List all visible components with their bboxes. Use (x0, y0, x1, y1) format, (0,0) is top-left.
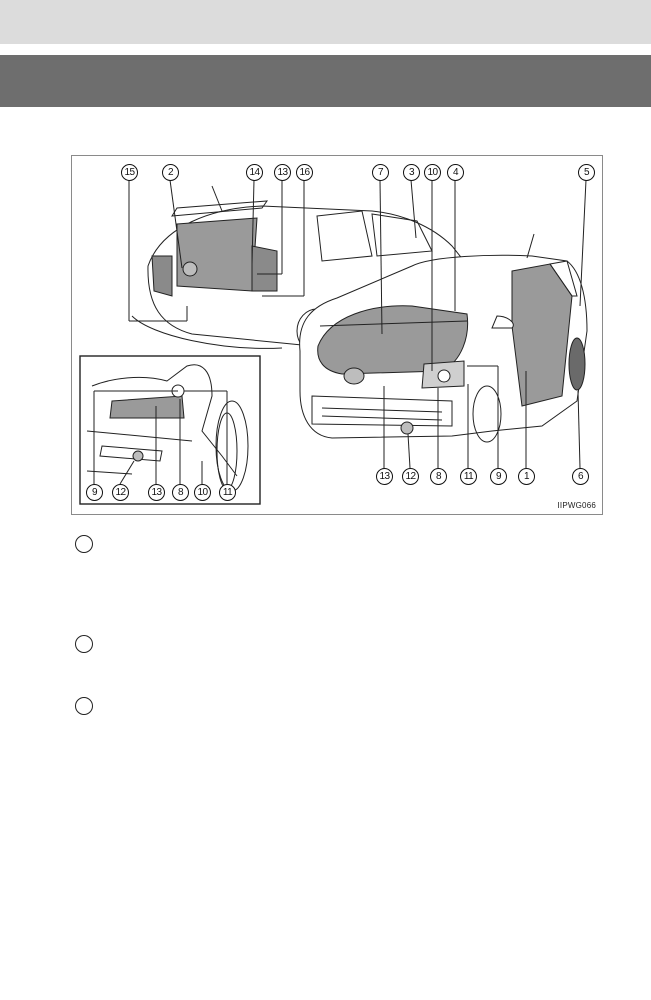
callout-6: 6 (572, 468, 589, 485)
vehicle-exterior-figure: 15 2 14 13 16 7 3 10 4 5 13 12 8 11 9 1 … (71, 155, 603, 515)
callout-4: 4 (447, 164, 464, 181)
inset-callout-10: 10 (194, 484, 211, 501)
inset-callout-13: 13 (148, 484, 165, 501)
list-bullet-1 (75, 535, 93, 553)
callout-2: 2 (162, 164, 179, 181)
callout-12-bottom: 12 (402, 468, 419, 485)
callout-9-bottom: 9 (490, 468, 507, 485)
inset-callout-12: 12 (112, 484, 129, 501)
callout-1: 1 (518, 468, 535, 485)
callout-11-bottom: 11 (460, 468, 477, 485)
inset-callout-8: 8 (172, 484, 189, 501)
callout-13-bottom: 13 (376, 468, 393, 485)
car-illustration (79, 179, 588, 505)
callout-8-bottom: 8 (430, 468, 447, 485)
callout-3: 3 (403, 164, 420, 181)
inset-callout-9: 9 (86, 484, 103, 501)
figure-code: IIPWG066 (557, 501, 596, 510)
callout-5: 5 (578, 164, 595, 181)
inset-callout-11: 11 (219, 484, 236, 501)
callout-10-top: 10 (424, 164, 441, 181)
section-title-bar (0, 55, 651, 107)
callout-7: 7 (372, 164, 389, 181)
page-header-band (0, 0, 651, 44)
callout-15: 15 (121, 164, 138, 181)
list-bullet-2 (75, 635, 93, 653)
callout-14: 14 (246, 164, 263, 181)
callout-16: 16 (296, 164, 313, 181)
callout-13-top: 13 (274, 164, 291, 181)
list-bullet-3 (75, 697, 93, 715)
